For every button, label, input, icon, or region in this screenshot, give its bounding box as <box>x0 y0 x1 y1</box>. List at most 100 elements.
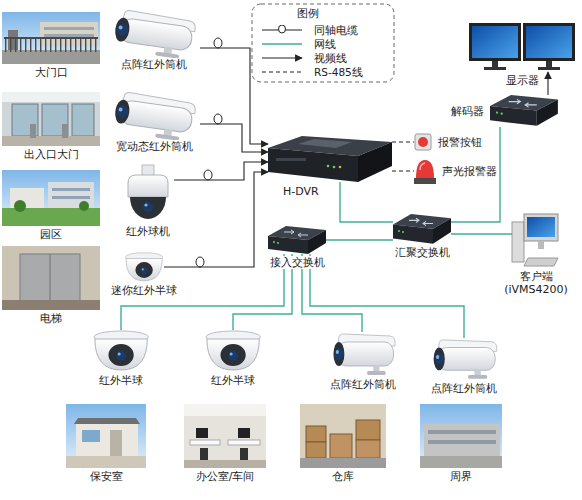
legend-sample <box>262 53 306 63</box>
legend-row: 同轴电缆 <box>262 23 386 37</box>
node-label-group: 接入交换机 <box>269 256 326 269</box>
legend-row: 视频线 <box>262 51 386 65</box>
node-label-group: 电梯 <box>39 312 63 325</box>
node-label: 周界 <box>450 470 472 483</box>
node-label-group: 办公室/车间 <box>195 470 256 483</box>
node-label-group: 大门口 <box>34 66 69 79</box>
coax-connector <box>164 172 268 267</box>
net-connector <box>340 182 393 222</box>
legend-sample <box>262 67 306 77</box>
node-label-group: 周界 <box>449 470 473 483</box>
net-connector <box>326 239 393 240</box>
node-label: 点阵红外筒机 <box>431 382 497 395</box>
node-label-group: 点阵红外筒机 <box>329 378 397 391</box>
node-label-group: 迷你红外半球 <box>110 284 178 297</box>
bullet-camera: 点阵红外筒机 <box>428 338 500 380</box>
legend-row: 网线 <box>262 37 386 51</box>
photo-panel: 园区 <box>2 170 100 226</box>
coax-coil <box>279 25 286 33</box>
legend-line <box>262 43 302 44</box>
node-label-group: 点阵红外筒机 <box>120 58 188 71</box>
photo-panel: 保安室 <box>66 404 146 468</box>
photo-panel: 出入口大门 <box>2 92 100 146</box>
core-switch: 汇聚交换机 <box>393 214 451 244</box>
node-label: 报警按钮 <box>438 136 482 149</box>
net-connector <box>310 254 464 338</box>
node-label: 红外半球 <box>99 374 143 387</box>
legend-title: 图例 <box>297 7 319 20</box>
decoder-device: 解码器 <box>490 95 558 127</box>
node-label-group: 汇聚交换机 <box>394 246 451 259</box>
node-label: 园区 <box>40 228 62 241</box>
node-label: 客户端 (iVMS4200) <box>503 270 569 296</box>
monitor-pair: 显示器 <box>468 22 576 72</box>
node-label: 保安室 <box>90 470 123 483</box>
node-label-group: 保安室 <box>89 470 124 483</box>
node-label: 点阵红外筒机 <box>121 58 187 71</box>
node-label-group: 红外半球 <box>210 374 256 387</box>
dome-camera: 红外半球 <box>92 330 150 372</box>
node-label-group: 显示器 <box>505 74 540 87</box>
access-switch: 接入交换机 <box>268 226 326 254</box>
node-label: 仓库 <box>332 470 354 483</box>
node-label: 声光报警器 <box>442 165 497 178</box>
bullet-camera: 点阵红外筒机 <box>108 12 200 56</box>
alarm-button: 报警按钮 <box>414 133 432 151</box>
node-label: 红外球机 <box>126 225 170 238</box>
node-label: 解码器 <box>451 105 484 118</box>
legend-line <box>262 57 302 58</box>
node-label: 迷你红外半球 <box>111 284 177 297</box>
node-label-group: 客户端 (iVMS4200) <box>502 270 570 296</box>
node-label: 办公室/车间 <box>196 470 255 483</box>
legend-text: 网线 <box>314 37 336 51</box>
node-label: 接入交换机 <box>270 256 325 269</box>
ptz-camera: 红外球机 <box>122 165 174 223</box>
video-connector <box>547 72 548 95</box>
node-label-group: 点阵红外筒机 <box>430 382 498 395</box>
legend-text: 同轴电缆 <box>314 23 358 37</box>
node-label-group: 报警按钮 <box>437 136 483 149</box>
node-label-group: H-DVR <box>282 185 320 198</box>
photo-panel: 仓库 <box>300 404 386 468</box>
legend-row: RS-485线 <box>262 65 386 79</box>
node-label: 电梯 <box>40 312 62 325</box>
node-label: 汇聚交换机 <box>395 246 450 259</box>
rs-connector <box>392 170 414 171</box>
alarm-siren: 声光报警器 <box>414 158 436 184</box>
net-connector <box>451 233 512 234</box>
dome-camera: 红外半球 <box>204 330 262 372</box>
node-label-group: 声光报警器 <box>441 165 498 178</box>
node-label-group: 宽动态红外筒机 <box>115 140 194 153</box>
node-label: 点阵红外筒机 <box>330 378 396 391</box>
client-pc: 客户端 (iVMS4200) <box>512 212 560 268</box>
photo-panel: 周界 <box>420 404 502 468</box>
node-label: 大门口 <box>35 66 68 79</box>
dvr-device: H-DVR <box>268 136 392 182</box>
node-label-group: 解码器 <box>450 105 485 118</box>
rs-connector <box>392 141 414 142</box>
node-label: 宽动态红外筒机 <box>116 140 193 153</box>
node-label: 出入口大门 <box>24 148 79 161</box>
node-label-group: 红外球机 <box>125 225 171 238</box>
bullet-camera: 宽动态红外筒机 <box>108 94 200 138</box>
photo-panel: 电梯 <box>2 246 100 310</box>
coax-connector <box>200 124 268 152</box>
node-label-group: 园区 <box>39 228 63 241</box>
mini-dome-camera: 迷你红外半球 <box>124 252 164 282</box>
coax-connector <box>200 48 268 144</box>
node-label: 显示器 <box>506 74 539 87</box>
legend-sample <box>262 25 306 35</box>
node-label-group: 红外半球 <box>98 374 144 387</box>
legend-sample <box>262 39 306 49</box>
node-label: 红外半球 <box>211 374 255 387</box>
photo-panel: 大门口 <box>2 12 100 64</box>
node-label: H-DVR <box>283 185 319 198</box>
node-label-group: 出入口大门 <box>23 148 80 161</box>
node-label-group: 仓库 <box>331 470 355 483</box>
legend-line <box>262 71 302 72</box>
bullet-camera: 点阵红外筒机 <box>328 332 398 376</box>
photo-panel: 办公室/车间 <box>184 404 266 468</box>
